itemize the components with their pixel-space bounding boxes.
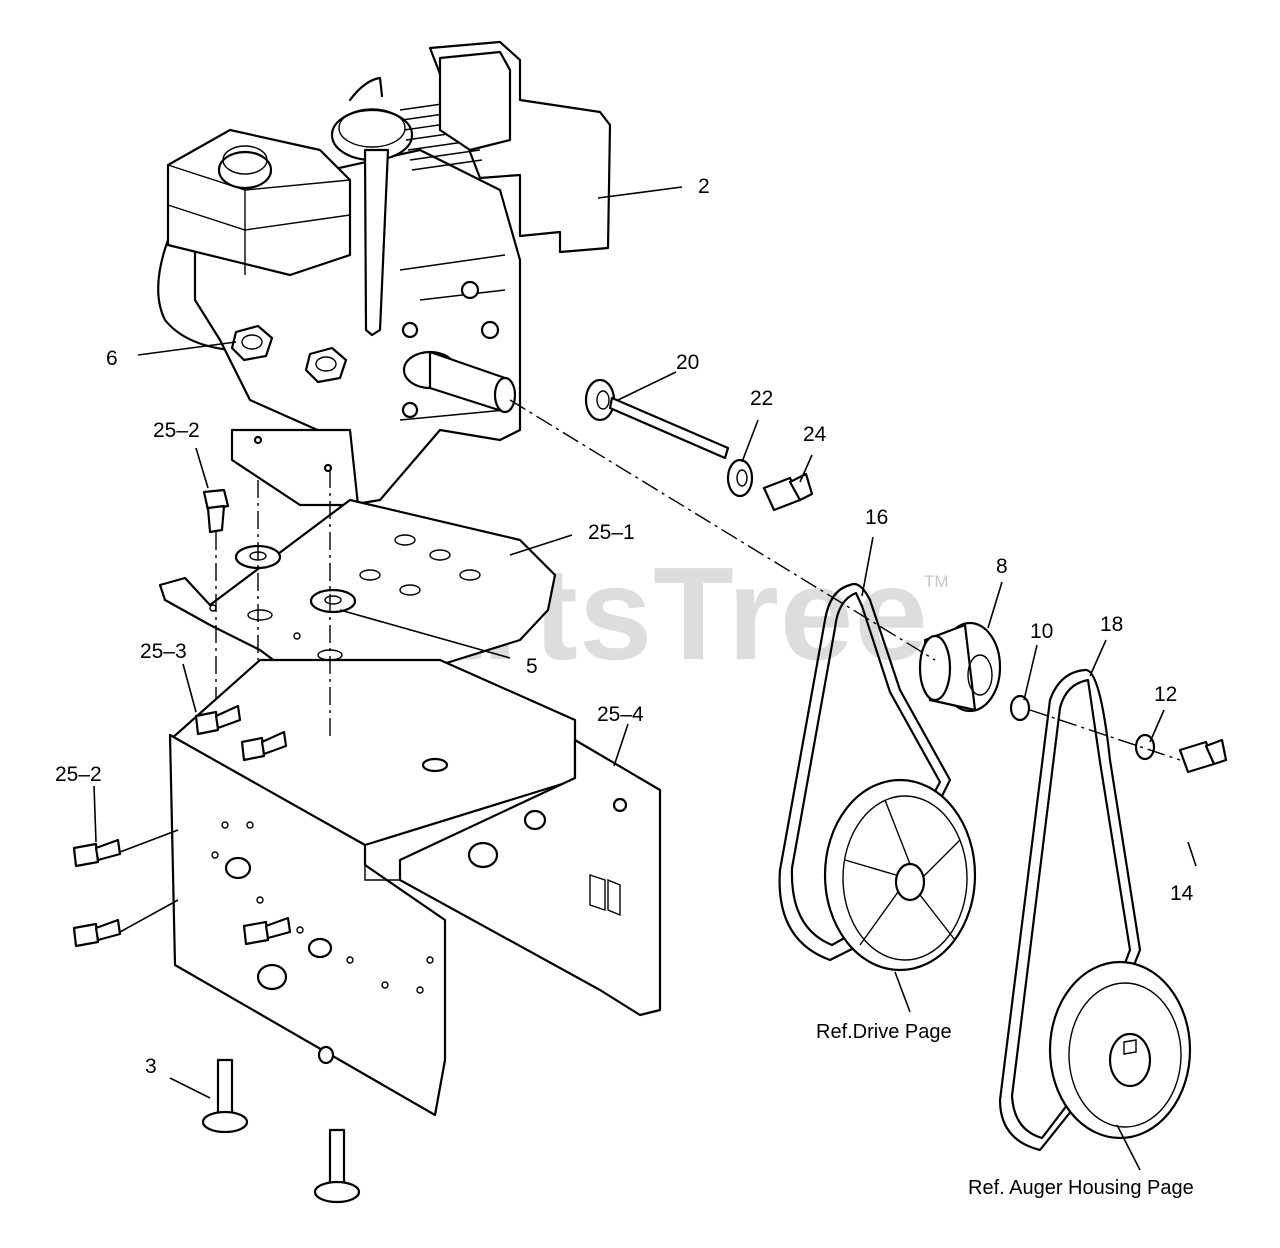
drive-belt-and-pulley <box>778 582 977 972</box>
part-label-8: 8 <box>996 555 1008 578</box>
center-lines <box>215 399 1181 761</box>
engine-pulley <box>918 621 1156 761</box>
trademark-mark: TM <box>924 572 949 591</box>
ref-auger-housing-page: Ref. Auger Housing Page <box>968 1177 1194 1199</box>
bolts <box>72 472 1228 1204</box>
part-label-5: 5 <box>526 655 538 678</box>
frame-plate <box>158 498 557 707</box>
part-label-16: 16 <box>865 506 889 529</box>
part-label-14: 14 <box>1170 882 1194 905</box>
part-label-10: 10 <box>1030 620 1054 643</box>
engine-assembly <box>157 40 612 507</box>
part-label-25-4: 25–4 <box>597 703 644 726</box>
ref-drive-page: Ref.Drive Page <box>816 1021 952 1043</box>
part-label-6: 6 <box>106 347 118 370</box>
part-label-22: 22 <box>750 387 774 410</box>
shaft-key-washers <box>584 378 754 498</box>
part-label-25-2-bottom: 25–2 <box>55 763 102 786</box>
part-label-12: 12 <box>1154 683 1178 706</box>
main-frame <box>168 658 662 1117</box>
part-label-2: 2 <box>698 175 710 198</box>
part-label-20: 20 <box>676 351 700 374</box>
part-label-25-1: 25–1 <box>588 521 635 544</box>
part-label-3: 3 <box>145 1055 157 1078</box>
auger-belt-and-pulley <box>998 668 1192 1152</box>
part-label-25-2-top: 25–2 <box>153 419 200 442</box>
part-label-18: 18 <box>1100 613 1124 636</box>
leader-lines <box>93 186 1197 1171</box>
part-label-24: 24 <box>803 423 827 446</box>
part-label-25-3: 25–3 <box>140 640 187 663</box>
